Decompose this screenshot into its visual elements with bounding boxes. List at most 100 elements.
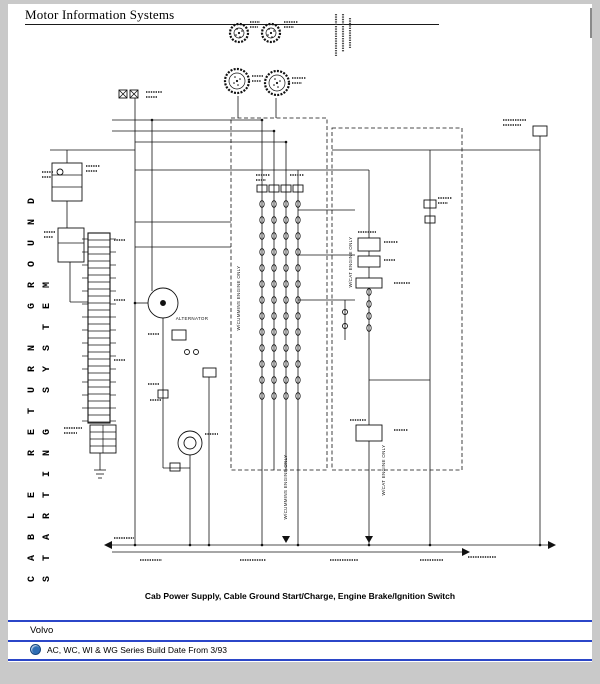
junction-dot (150, 118, 154, 122)
component-box (202, 367, 217, 378)
connector-pin (268, 28, 270, 30)
inline-connector (295, 344, 301, 352)
wire-arrow (462, 548, 470, 556)
junction-dot (367, 543, 371, 547)
inline-connector (271, 232, 277, 240)
junction-dot (207, 543, 211, 547)
connector-pin (239, 78, 241, 80)
inline-connector (283, 360, 289, 368)
inline-connector (295, 264, 301, 272)
footer-divider-top (8, 620, 592, 622)
vehicle-make-label: Volvo (30, 625, 54, 636)
component-circle (160, 300, 166, 306)
component-circle (177, 430, 203, 456)
inline-connector (259, 200, 265, 208)
inline-connector (259, 232, 265, 240)
inline-connector (295, 248, 301, 256)
inline-connector (283, 216, 289, 224)
inline-connector (271, 312, 277, 320)
engine-option-boundary (230, 117, 328, 471)
junction-dot (296, 543, 300, 547)
inline-connector (295, 392, 301, 400)
inline-connector (283, 232, 289, 240)
carline-bullet-icon (30, 644, 41, 655)
inline-connector (295, 280, 301, 288)
component-box (423, 199, 437, 209)
inline-connector (295, 376, 301, 384)
inline-connector (295, 360, 301, 368)
connector-pin (269, 31, 273, 35)
component-circle (56, 168, 64, 176)
component-box (57, 227, 85, 263)
component-box (424, 215, 436, 224)
title-divider (25, 24, 439, 25)
inline-connector (283, 248, 289, 256)
component-box (171, 329, 187, 341)
inline-connector (271, 360, 277, 368)
connector-pin (237, 31, 241, 35)
inline-connector (366, 312, 372, 320)
wire-arrow (104, 541, 112, 549)
inline-connector (271, 392, 277, 400)
connector-face (223, 67, 251, 95)
inline-connector (271, 296, 277, 304)
inline-connector (259, 360, 265, 368)
diagram-label: W/CUMMINS ENGINE ONLY (236, 266, 241, 331)
connector-pin (275, 81, 279, 85)
footer-divider-middle (8, 640, 592, 642)
inline-connector (271, 328, 277, 336)
component-box (355, 277, 383, 289)
inline-connector (271, 264, 277, 272)
ground-strap-bar (87, 232, 111, 424)
inline-connector (259, 216, 265, 224)
wire (129, 89, 139, 99)
inline-connector (283, 200, 289, 208)
inline-connector (366, 300, 372, 308)
inline-connector (271, 344, 277, 352)
component-box (51, 162, 83, 202)
diagram-side-label-line2: STARTING SYSTEM (42, 267, 53, 582)
inline-connector (259, 376, 265, 384)
inline-connector (366, 324, 372, 332)
inline-connector (271, 248, 277, 256)
inline-connector (259, 344, 265, 352)
inline-connector (283, 328, 289, 336)
inline-connector (283, 392, 289, 400)
wire (118, 89, 128, 99)
inline-connector (295, 232, 301, 240)
vehicle-series-item[interactable]: AC, WC, WI & WG Series Build Date From 3… (30, 644, 227, 655)
connector-pin (235, 79, 239, 83)
inline-connector (259, 392, 265, 400)
connector-face-inner (228, 72, 246, 90)
inline-connector (283, 264, 289, 272)
connector-pin (273, 84, 275, 86)
wire-arrow (365, 536, 373, 543)
diagram-label: W/CAT ENGINE ONLY (381, 445, 386, 496)
inline-connector (271, 216, 277, 224)
inline-connector (271, 200, 277, 208)
inline-connector (271, 376, 277, 384)
scrollbar-thumb[interactable] (590, 8, 592, 38)
connector-pin (235, 34, 237, 36)
component-box (357, 237, 381, 252)
diagram-label: W/CAT ENGINE ONLY (348, 237, 353, 288)
component-box (157, 389, 169, 399)
inline-connector (295, 312, 301, 320)
connector-pin (273, 30, 275, 32)
junction-dot (133, 301, 137, 305)
app-title: Motor Information Systems (25, 7, 175, 22)
inline-connector (259, 280, 265, 288)
inline-connector (295, 328, 301, 336)
component-box (256, 184, 268, 193)
inline-connector (259, 328, 265, 336)
footer-divider-bottom (8, 659, 592, 661)
connector-pin (236, 28, 238, 30)
component-box (280, 184, 292, 193)
connector-pin (274, 78, 276, 80)
inline-connector (295, 216, 301, 224)
component-box (268, 184, 280, 193)
connector-face-inner (268, 74, 286, 92)
inline-connector (259, 312, 265, 320)
component-box (292, 184, 304, 193)
